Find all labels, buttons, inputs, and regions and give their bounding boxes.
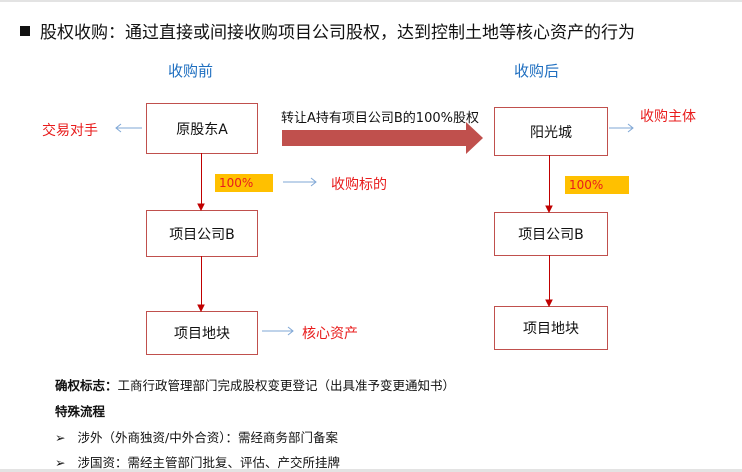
arrow-right-icon bbox=[609, 123, 634, 133]
arrowhead-icon bbox=[197, 203, 205, 212]
box-land-after: 项目地块 bbox=[494, 306, 608, 350]
top-divider bbox=[0, 0, 742, 2]
title-text: 股权收购：通过直接或间接收购项目公司股权，达到控制土地等核心资产的行为 bbox=[40, 23, 635, 43]
list-item: ➢ 涉外（外商独资/中外合资）：需经商务部门备案 bbox=[55, 427, 338, 446]
special-process-heading: 特殊流程 bbox=[55, 404, 106, 419]
core-asset-label: 核心资产 bbox=[302, 326, 358, 342]
connector-line bbox=[549, 155, 550, 211]
box-project-company-before: 项目公司B bbox=[146, 210, 258, 257]
target-label: 收购标的 bbox=[331, 177, 387, 193]
connector-line bbox=[201, 256, 202, 310]
arrow-right-icon bbox=[283, 177, 317, 187]
transfer-arrow-icon bbox=[282, 122, 483, 154]
box-project-company-after: 项目公司B bbox=[494, 212, 608, 256]
connector-line bbox=[201, 153, 202, 209]
box-land-before: 项目地块 bbox=[146, 311, 258, 355]
item-text: 涉国资：需经主管部门批复、评估、产交所挂牌 bbox=[77, 455, 340, 470]
down-arrowheads bbox=[197, 203, 553, 313]
box-original-shareholder: 原股东A bbox=[146, 103, 258, 154]
arrowhead-icon bbox=[545, 299, 553, 308]
counterparty-label: 交易对手 bbox=[42, 123, 98, 139]
pct-badge-before: 100% bbox=[215, 174, 273, 192]
arrow-left-icon bbox=[115, 123, 142, 133]
item-text: 涉外（外商独资/中外合资）：需经商务部门备案 bbox=[77, 430, 338, 445]
arrowhead-icon bbox=[197, 304, 205, 313]
connector-line bbox=[549, 255, 550, 305]
confirm-label: 确权标志： bbox=[55, 378, 118, 393]
transfer-label: 转让A持有项目公司B的100%股权 bbox=[281, 111, 479, 126]
after-header: 收购后 bbox=[514, 62, 560, 80]
pct-badge-after: 100% bbox=[565, 176, 629, 194]
box-acquirer: 阳光城 bbox=[494, 107, 608, 156]
bullet-arrow-icon: ➢ bbox=[55, 430, 66, 445]
list-item: ➢ 涉国资：需经主管部门批复、评估、产交所挂牌 bbox=[55, 452, 340, 471]
arrowhead-icon bbox=[545, 205, 553, 214]
confirm-line: 确权标志：工商行政管理部门完成股权变更登记（出具准予变更通知书） bbox=[55, 375, 455, 394]
bottom-divider bbox=[0, 469, 742, 472]
page-title: 股权收购：通过直接或间接收购项目公司股权，达到控制土地等核心资产的行为 bbox=[20, 18, 635, 43]
bullet-arrow-icon: ➢ bbox=[55, 455, 66, 470]
arrow-right-icon bbox=[262, 326, 294, 336]
acquirer-label: 收购主体 bbox=[640, 109, 696, 125]
bullet-square-icon bbox=[20, 26, 30, 36]
confirm-text: 工商行政管理部门完成股权变更登记（出具准予变更通知书） bbox=[117, 378, 456, 393]
before-header: 收购前 bbox=[168, 62, 214, 80]
